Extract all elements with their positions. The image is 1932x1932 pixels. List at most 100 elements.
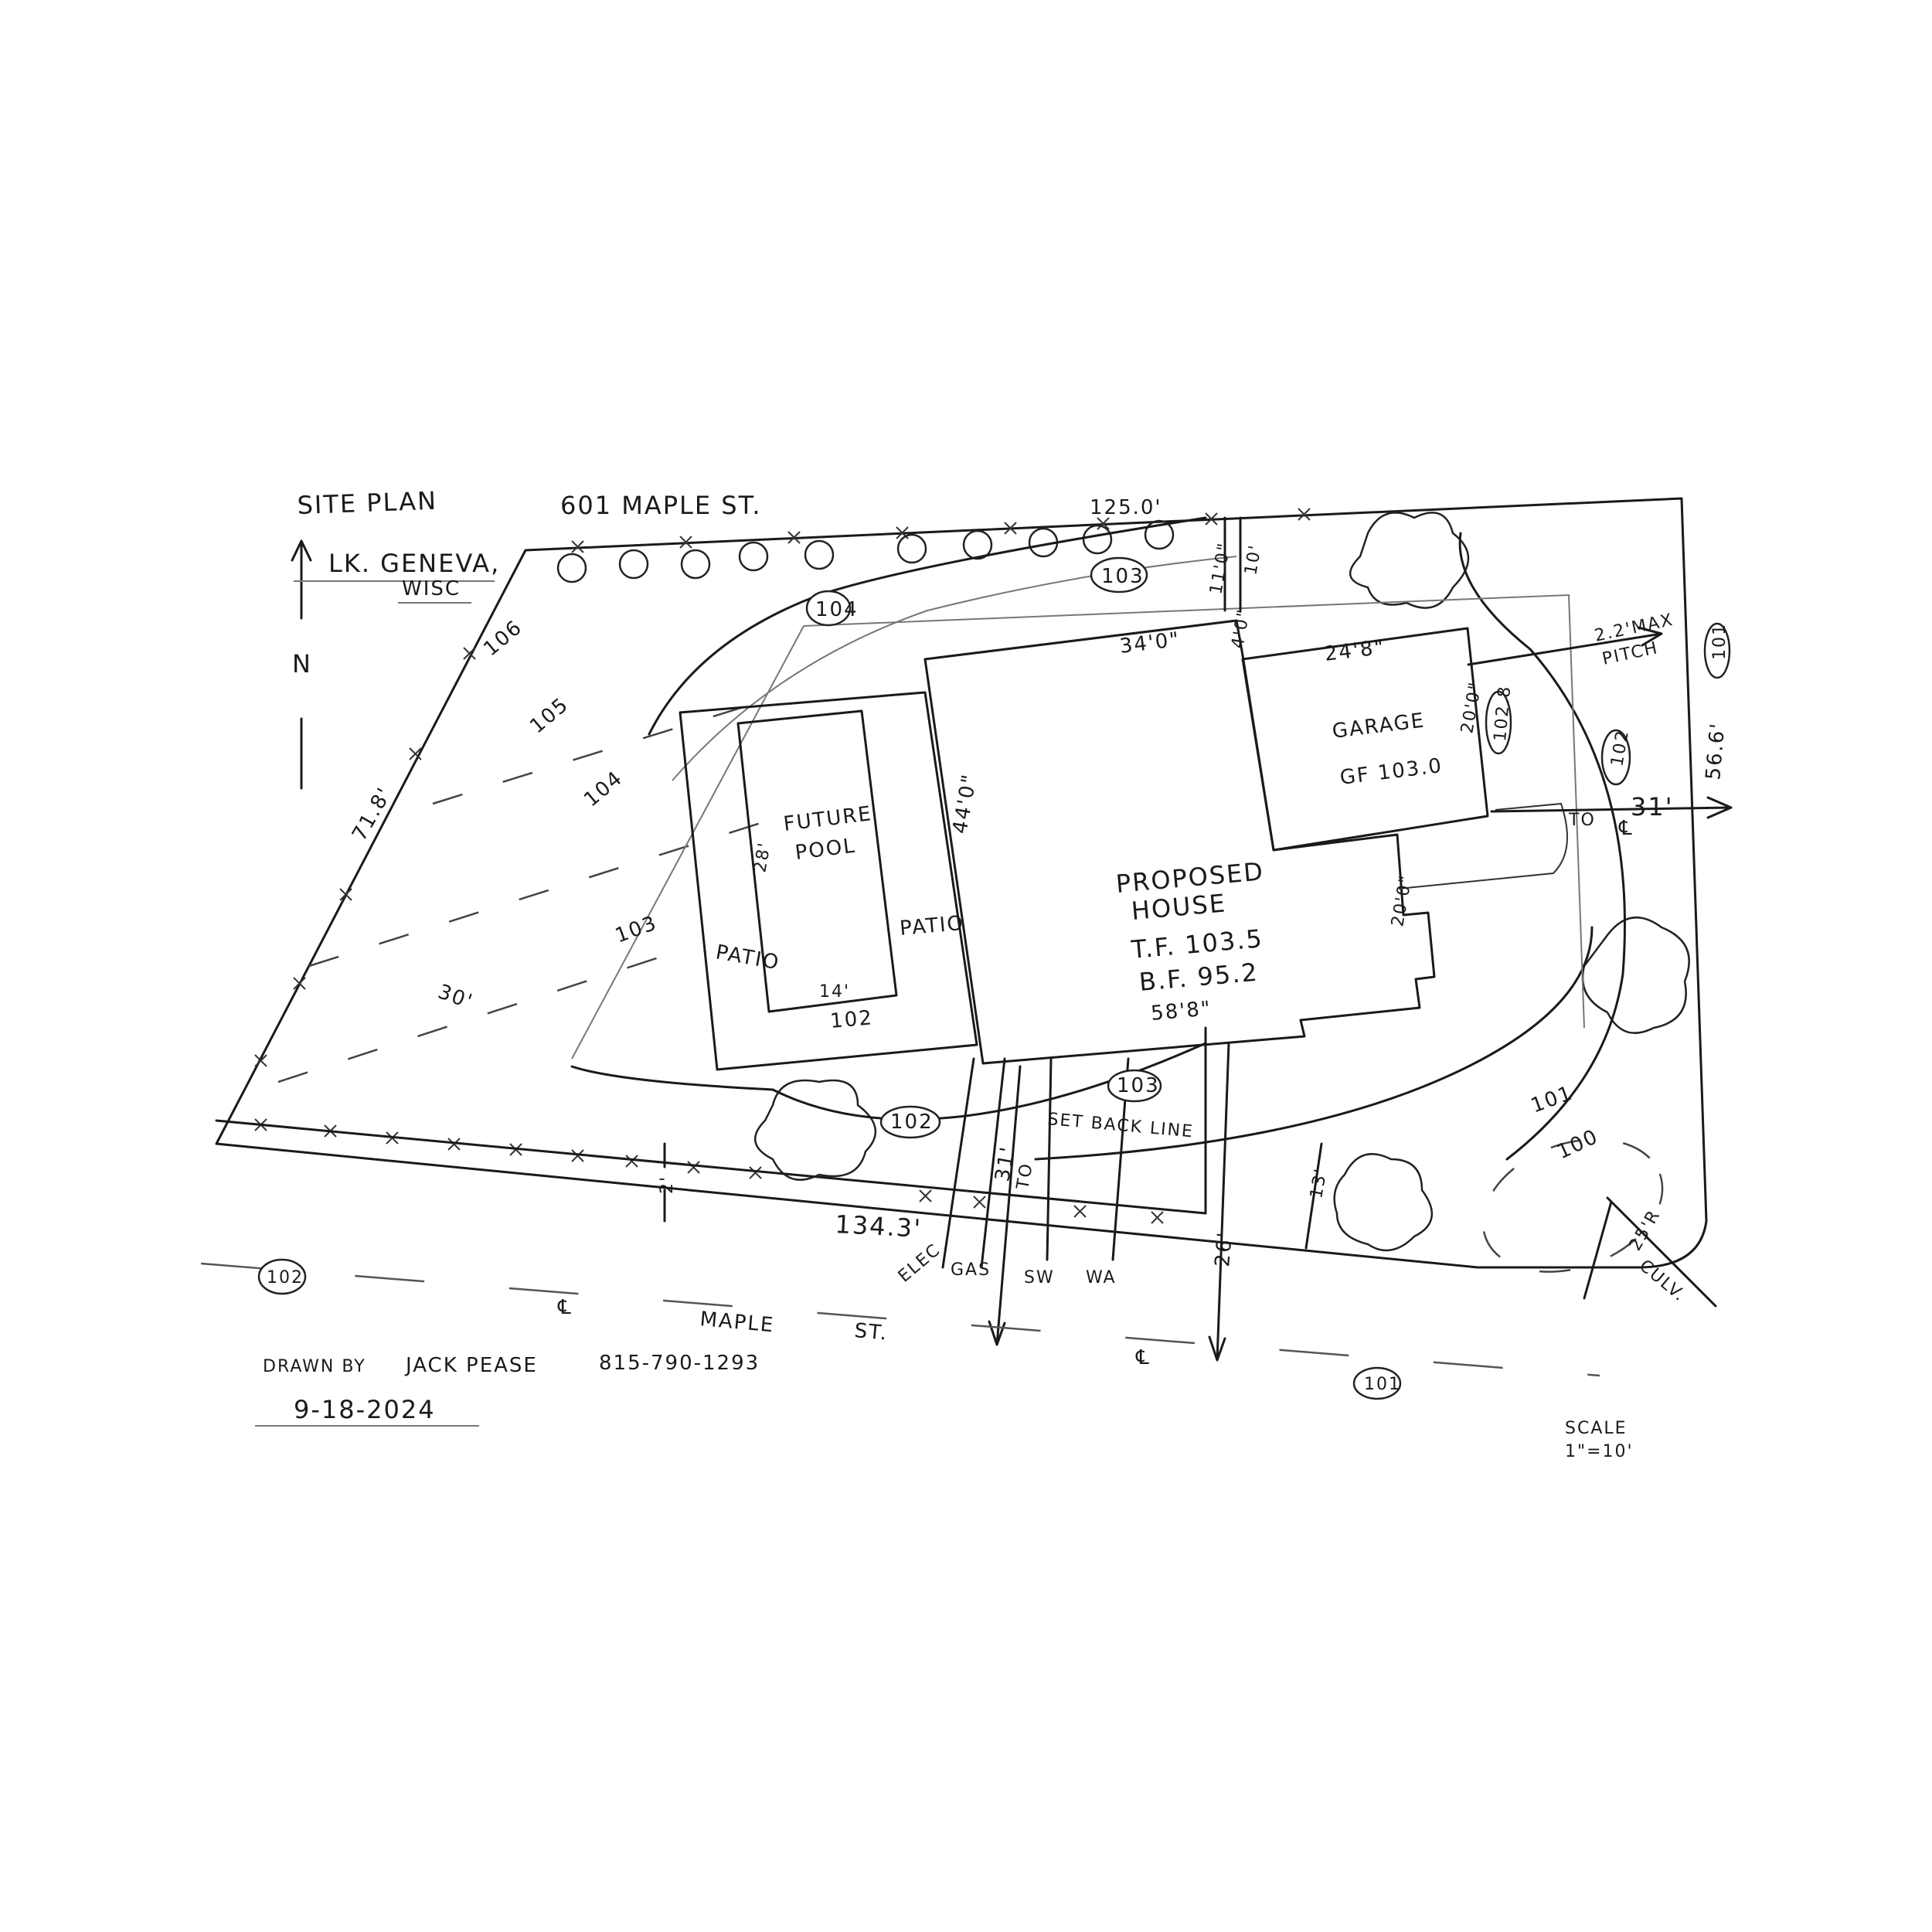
house-width-bottom: 58'8"	[1150, 997, 1213, 1026]
state: WISC	[402, 577, 461, 600]
tree-icon	[1349, 512, 1470, 609]
contour-label: 103	[1101, 565, 1145, 588]
garage-width: 24'8"	[1323, 636, 1386, 666]
city: LK. GENEVA,	[328, 549, 500, 578]
rear-length: 125.0'	[1090, 496, 1162, 519]
contour-label: 105	[526, 693, 573, 739]
tree-icons	[556, 519, 1175, 583]
rear-setback-a: 11'0"	[1206, 541, 1234, 596]
utility-label-sw: SW	[1024, 1268, 1055, 1287]
fence-line	[215, 1026, 1207, 1215]
garage-outline	[1241, 627, 1489, 852]
driveway-to: TO	[1568, 811, 1596, 830]
pool-length: 28'	[750, 840, 775, 874]
drawing-date: 9-18-2024	[294, 1395, 436, 1424]
lot-boundary	[215, 497, 1708, 1269]
driveway	[1398, 802, 1568, 889]
pool-label: POOL	[794, 835, 857, 865]
setback-line-left	[571, 625, 804, 1060]
phone-number: 815-790-1293	[599, 1352, 760, 1375]
street-name: MAPLE	[699, 1308, 775, 1337]
garage-label: GARAGE	[1331, 709, 1427, 743]
address: 601 MAPLE ST.	[560, 491, 762, 520]
contour-105	[432, 694, 781, 805]
garage-depth: 20'0"	[1458, 680, 1485, 735]
rear-setback-arrows	[1223, 516, 1242, 612]
house-depth: 44'0"	[948, 771, 981, 835]
contour-label: 102	[890, 1111, 934, 1134]
street-centerline-symbol: ℄	[1135, 1346, 1151, 1369]
front-offset: 2'	[658, 1175, 677, 1194]
patio-label-left: PATIO	[714, 940, 782, 975]
culvert-line	[1583, 1196, 1717, 1308]
street-elevation-right: 101	[1364, 1375, 1401, 1394]
drawn-by-name: JACK PEASE	[404, 1354, 538, 1377]
scale-value: 1"=10'	[1565, 1442, 1634, 1461]
front-dimension-arrow-2	[1208, 1042, 1230, 1362]
garage-elevation: 102.8	[1491, 685, 1515, 743]
house-width-top: 34'0"	[1118, 628, 1182, 658]
dimension-arrow	[1490, 796, 1733, 819]
north-arrow-icon	[291, 539, 312, 790]
setback-label: SET BACK LINE	[1046, 1110, 1194, 1141]
contour-label: 101	[1528, 1081, 1577, 1117]
street-elevation-left: 102	[267, 1268, 304, 1287]
contour-label: 103	[612, 911, 661, 947]
basement-floor-elevation: B.F. 95.2	[1138, 957, 1260, 997]
front-dimension-arrow	[988, 1065, 1022, 1346]
tree-icon	[753, 1079, 877, 1181]
corner-radius: 25'R	[1626, 1206, 1665, 1254]
house-outline	[923, 619, 1436, 1065]
north-label: N	[292, 649, 312, 679]
contour-104b	[308, 818, 774, 968]
right-length: 56.6'	[1702, 721, 1730, 781]
pitch-note: 2.2'MAX	[1593, 611, 1675, 646]
contour-label: 100	[1553, 1125, 1602, 1165]
tree-icon	[1581, 916, 1690, 1034]
title: SITE PLAN	[297, 486, 438, 520]
house-side-depth: 20'0"	[1388, 873, 1416, 928]
culvert-label: CULV.	[1635, 1256, 1689, 1305]
right-offset: 13'	[1307, 1166, 1332, 1200]
right-offset-arrow	[1304, 1142, 1323, 1250]
street-centerline-symbol: ℄	[557, 1296, 573, 1319]
centerline-symbol: ℄	[1618, 817, 1634, 840]
garage-floor: GF 103.0	[1338, 754, 1444, 790]
front-setback-distance-2: 26'	[1211, 1230, 1237, 1268]
elevation-ovals	[257, 556, 1731, 1400]
contour-label: 103	[1117, 1074, 1160, 1097]
street-name-suffix: ST.	[853, 1319, 889, 1345]
front-setback-to: TO	[1013, 1161, 1037, 1192]
drawn-by-label: DRAWN BY	[263, 1357, 366, 1376]
patio-outline	[679, 691, 978, 1071]
contour-label: 106	[479, 616, 527, 662]
contour-label: 104	[815, 598, 859, 621]
pool-width: 14'	[819, 982, 850, 1002]
patio-label-right: PATIO	[899, 912, 965, 940]
pool-label: FUTURE	[782, 802, 873, 836]
driveway-distance: 31'	[1631, 792, 1674, 821]
scale-label: SCALE	[1565, 1419, 1628, 1438]
contour-label: 104	[580, 767, 628, 812]
utility-lines	[941, 1057, 1130, 1269]
contour-label: 101	[1710, 623, 1730, 660]
utility-label-wa: WA	[1086, 1268, 1117, 1287]
utility-label-elec: ELEC	[895, 1240, 945, 1287]
contour-front	[570, 1042, 1207, 1121]
pitch-arrow	[1467, 626, 1663, 666]
rear-setback-b: 10'	[1241, 543, 1266, 577]
contour-102	[1458, 532, 1626, 1161]
contour-101	[1034, 926, 1594, 1161]
pool-outline	[736, 709, 898, 1013]
contour-100	[1481, 1138, 1664, 1273]
rear-offset: 4'0"	[1228, 607, 1254, 650]
pool-elevation: 102	[829, 1006, 874, 1033]
left-length: 71.8'	[348, 784, 397, 845]
utility-label-gas: GAS	[951, 1260, 991, 1280]
front-length: 134.3'	[835, 1209, 923, 1243]
contour-label: 30'	[435, 980, 477, 1014]
setback-line-rear	[803, 594, 1585, 1029]
tree-icon	[1333, 1153, 1434, 1252]
